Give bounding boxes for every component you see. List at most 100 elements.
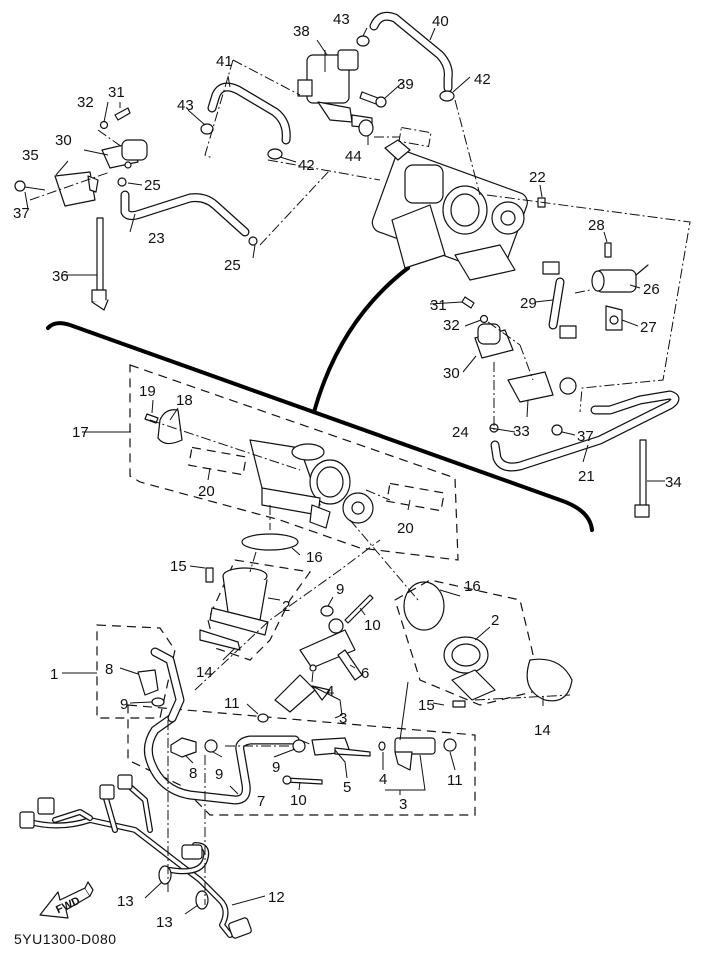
callout-8[interactable]: 8: [189, 765, 197, 782]
bolt-39: [359, 91, 379, 105]
callout-27[interactable]: 27: [640, 319, 657, 336]
bolt-28: [604, 242, 612, 258]
callout-17[interactable]: 17: [72, 424, 89, 441]
bolt-31-top: [114, 107, 131, 121]
callout-40[interactable]: 40: [432, 13, 449, 30]
callout-21[interactable]: 21: [578, 468, 595, 485]
washer-9-left: [151, 697, 165, 707]
callout-28[interactable]: 28: [588, 217, 605, 234]
callout-2[interactable]: 2: [282, 598, 290, 615]
gasket-14-right: [526, 658, 573, 702]
magnifier-connector: [312, 266, 410, 414]
callout-8[interactable]: 8: [105, 661, 113, 678]
callout-34[interactable]: 34: [665, 474, 682, 491]
callout-13[interactable]: 13: [156, 914, 173, 931]
sensor-30-top: [101, 139, 148, 169]
callout-10[interactable]: 10: [364, 617, 381, 634]
callout-44[interactable]: 44: [345, 148, 362, 165]
callout-16[interactable]: 16: [306, 549, 323, 566]
washer-32-top: [99, 120, 109, 130]
callout-9[interactable]: 9: [215, 766, 223, 783]
bolt-37-top: [14, 180, 26, 192]
hose-segment-dashed: [398, 126, 432, 148]
diagram-code: 5YU1300-D080: [14, 931, 117, 947]
pressure-regulator-26: [591, 264, 649, 293]
screw-15-right: [452, 700, 466, 708]
callout-31[interactable]: 31: [430, 297, 447, 314]
callout-20[interactable]: 20: [198, 483, 215, 500]
gasket-14-left: [199, 629, 241, 651]
callout-2[interactable]: 2: [491, 612, 499, 629]
callout-15[interactable]: 15: [418, 697, 435, 714]
callout-11[interactable]: 11: [224, 695, 240, 712]
screw-19: [144, 413, 159, 424]
callout-25[interactable]: 25: [144, 177, 161, 194]
callout-26[interactable]: 26: [643, 281, 660, 298]
callout-3[interactable]: 3: [399, 796, 407, 813]
wire-harness-12: [19, 774, 252, 939]
screw-set-20-left: [188, 446, 247, 476]
callout-3[interactable]: 3: [339, 710, 347, 727]
callout-35[interactable]: 35: [22, 147, 39, 164]
forward-direction-arrow[interactable]: FWD: [39, 881, 94, 919]
callout-37[interactable]: 37: [577, 428, 594, 445]
callout-25[interactable]: 25: [224, 257, 241, 274]
callout-4[interactable]: 4: [326, 683, 334, 700]
clamp-16-left: [241, 533, 299, 551]
callout-12[interactable]: 12: [268, 889, 285, 906]
callout-18[interactable]: 18: [176, 392, 193, 409]
fuel-rail-group-main: [127, 704, 476, 816]
callout-30[interactable]: 30: [443, 365, 460, 382]
intake-joint-2-left: [209, 567, 269, 636]
bracket-35: [54, 171, 99, 207]
clamp-44: [358, 119, 374, 137]
callout-13[interactable]: 13: [117, 893, 134, 910]
washer-9-lower-left: [204, 739, 218, 753]
callout-7[interactable]: 7: [257, 793, 265, 810]
joint-2-dashed-group-left: [207, 559, 312, 661]
callout-41[interactable]: 41: [216, 53, 233, 70]
clip-25b: [248, 236, 258, 246]
callout-42[interactable]: 42: [474, 71, 491, 88]
solenoid-valve-38: [297, 49, 373, 129]
callout-14[interactable]: 14: [534, 722, 551, 739]
callout-1[interactable]: 1: [50, 666, 58, 683]
delivery-pipe-6: [299, 618, 363, 681]
callout-22[interactable]: 22: [529, 169, 546, 186]
callout-32[interactable]: 32: [77, 94, 94, 111]
callout-14[interactable]: 14: [196, 664, 213, 681]
cable-tie-36: [91, 217, 109, 311]
callout-15[interactable]: 15: [170, 558, 187, 575]
callout-33[interactable]: 33: [513, 423, 530, 440]
washer-9-upper: [320, 605, 334, 617]
callout-30[interactable]: 30: [55, 132, 72, 149]
bolt-10-upper: [344, 594, 374, 624]
hose-29-joint-bottom: [559, 325, 577, 339]
clip-25a: [117, 177, 127, 187]
callout-9[interactable]: 9: [336, 581, 344, 598]
callout-32[interactable]: 32: [443, 317, 460, 334]
reference-lines: [29, 59, 691, 905]
callout-31[interactable]: 31: [108, 84, 125, 101]
callout-23[interactable]: 23: [148, 230, 165, 247]
callout-16[interactable]: 16: [464, 578, 481, 595]
callout-10[interactable]: 10: [290, 792, 307, 809]
callout-24[interactable]: 24: [452, 424, 469, 441]
callout-36[interactable]: 36: [52, 268, 69, 285]
callout-11[interactable]: 11: [447, 772, 463, 789]
callout-9[interactable]: 9: [120, 696, 128, 713]
callout-37[interactable]: 37: [13, 205, 30, 222]
callout-42[interactable]: 42: [298, 157, 315, 174]
callout-5[interactable]: 5: [343, 779, 351, 796]
callout-29[interactable]: 29: [520, 295, 537, 312]
callout-4[interactable]: 4: [379, 771, 387, 788]
callout-19[interactable]: 19: [139, 383, 156, 400]
callout-9[interactable]: 9: [272, 759, 280, 776]
callout-43[interactable]: 43: [333, 11, 350, 28]
callout-20[interactable]: 20: [397, 520, 414, 537]
union-bolt-8-upper: [137, 669, 159, 696]
callout-38[interactable]: 38: [293, 23, 310, 40]
callout-39[interactable]: 39: [397, 76, 414, 93]
callout-43[interactable]: 43: [177, 97, 194, 114]
callout-6[interactable]: 6: [361, 665, 369, 682]
